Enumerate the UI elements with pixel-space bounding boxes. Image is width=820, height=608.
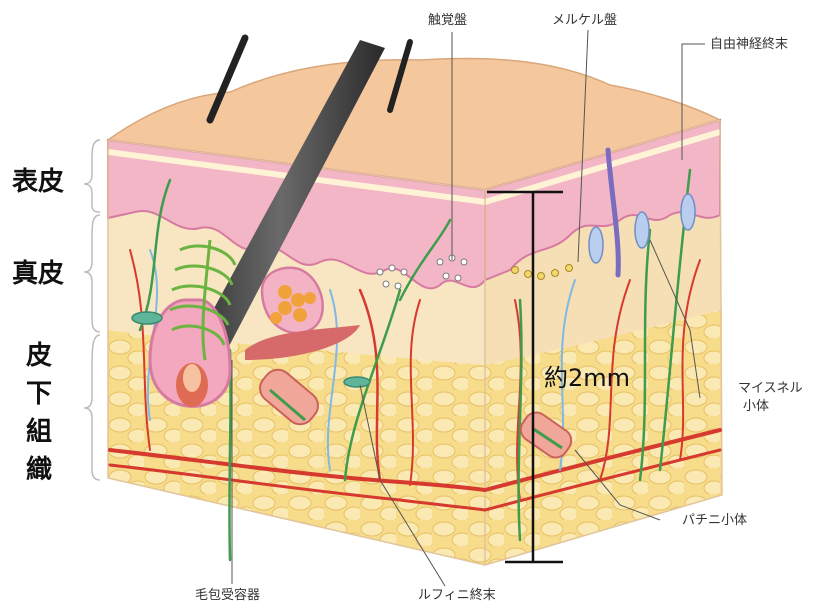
callout-ruffini: ルフィニ終末: [418, 587, 496, 603]
layer-braces: [84, 140, 100, 480]
label-subcutaneous-3: 組: [26, 416, 52, 447]
label-subcutaneous-4: 織: [26, 455, 52, 485]
callout-meissner-2: 小体: [743, 399, 769, 414]
callout-pacinian: パチニ小体: [682, 513, 747, 528]
depth-label: 約2mm: [544, 364, 630, 392]
label-epidermis: 表皮: [12, 167, 64, 197]
callout-tactile-disc: 触覚盤: [428, 13, 467, 28]
callout-free-nerve-ending: 自由神経終末: [710, 36, 788, 52]
label-dermis: 真皮: [12, 259, 64, 289]
callout-merkel-disc: メルケル盤: [552, 13, 617, 28]
callout-hair-follicle-receptor: 毛包受容器: [195, 587, 260, 603]
label-subcutaneous-1: 皮: [26, 341, 52, 371]
label-subcutaneous-2: 下: [26, 379, 52, 409]
callout-meissner-1: マイスネル: [738, 381, 803, 396]
